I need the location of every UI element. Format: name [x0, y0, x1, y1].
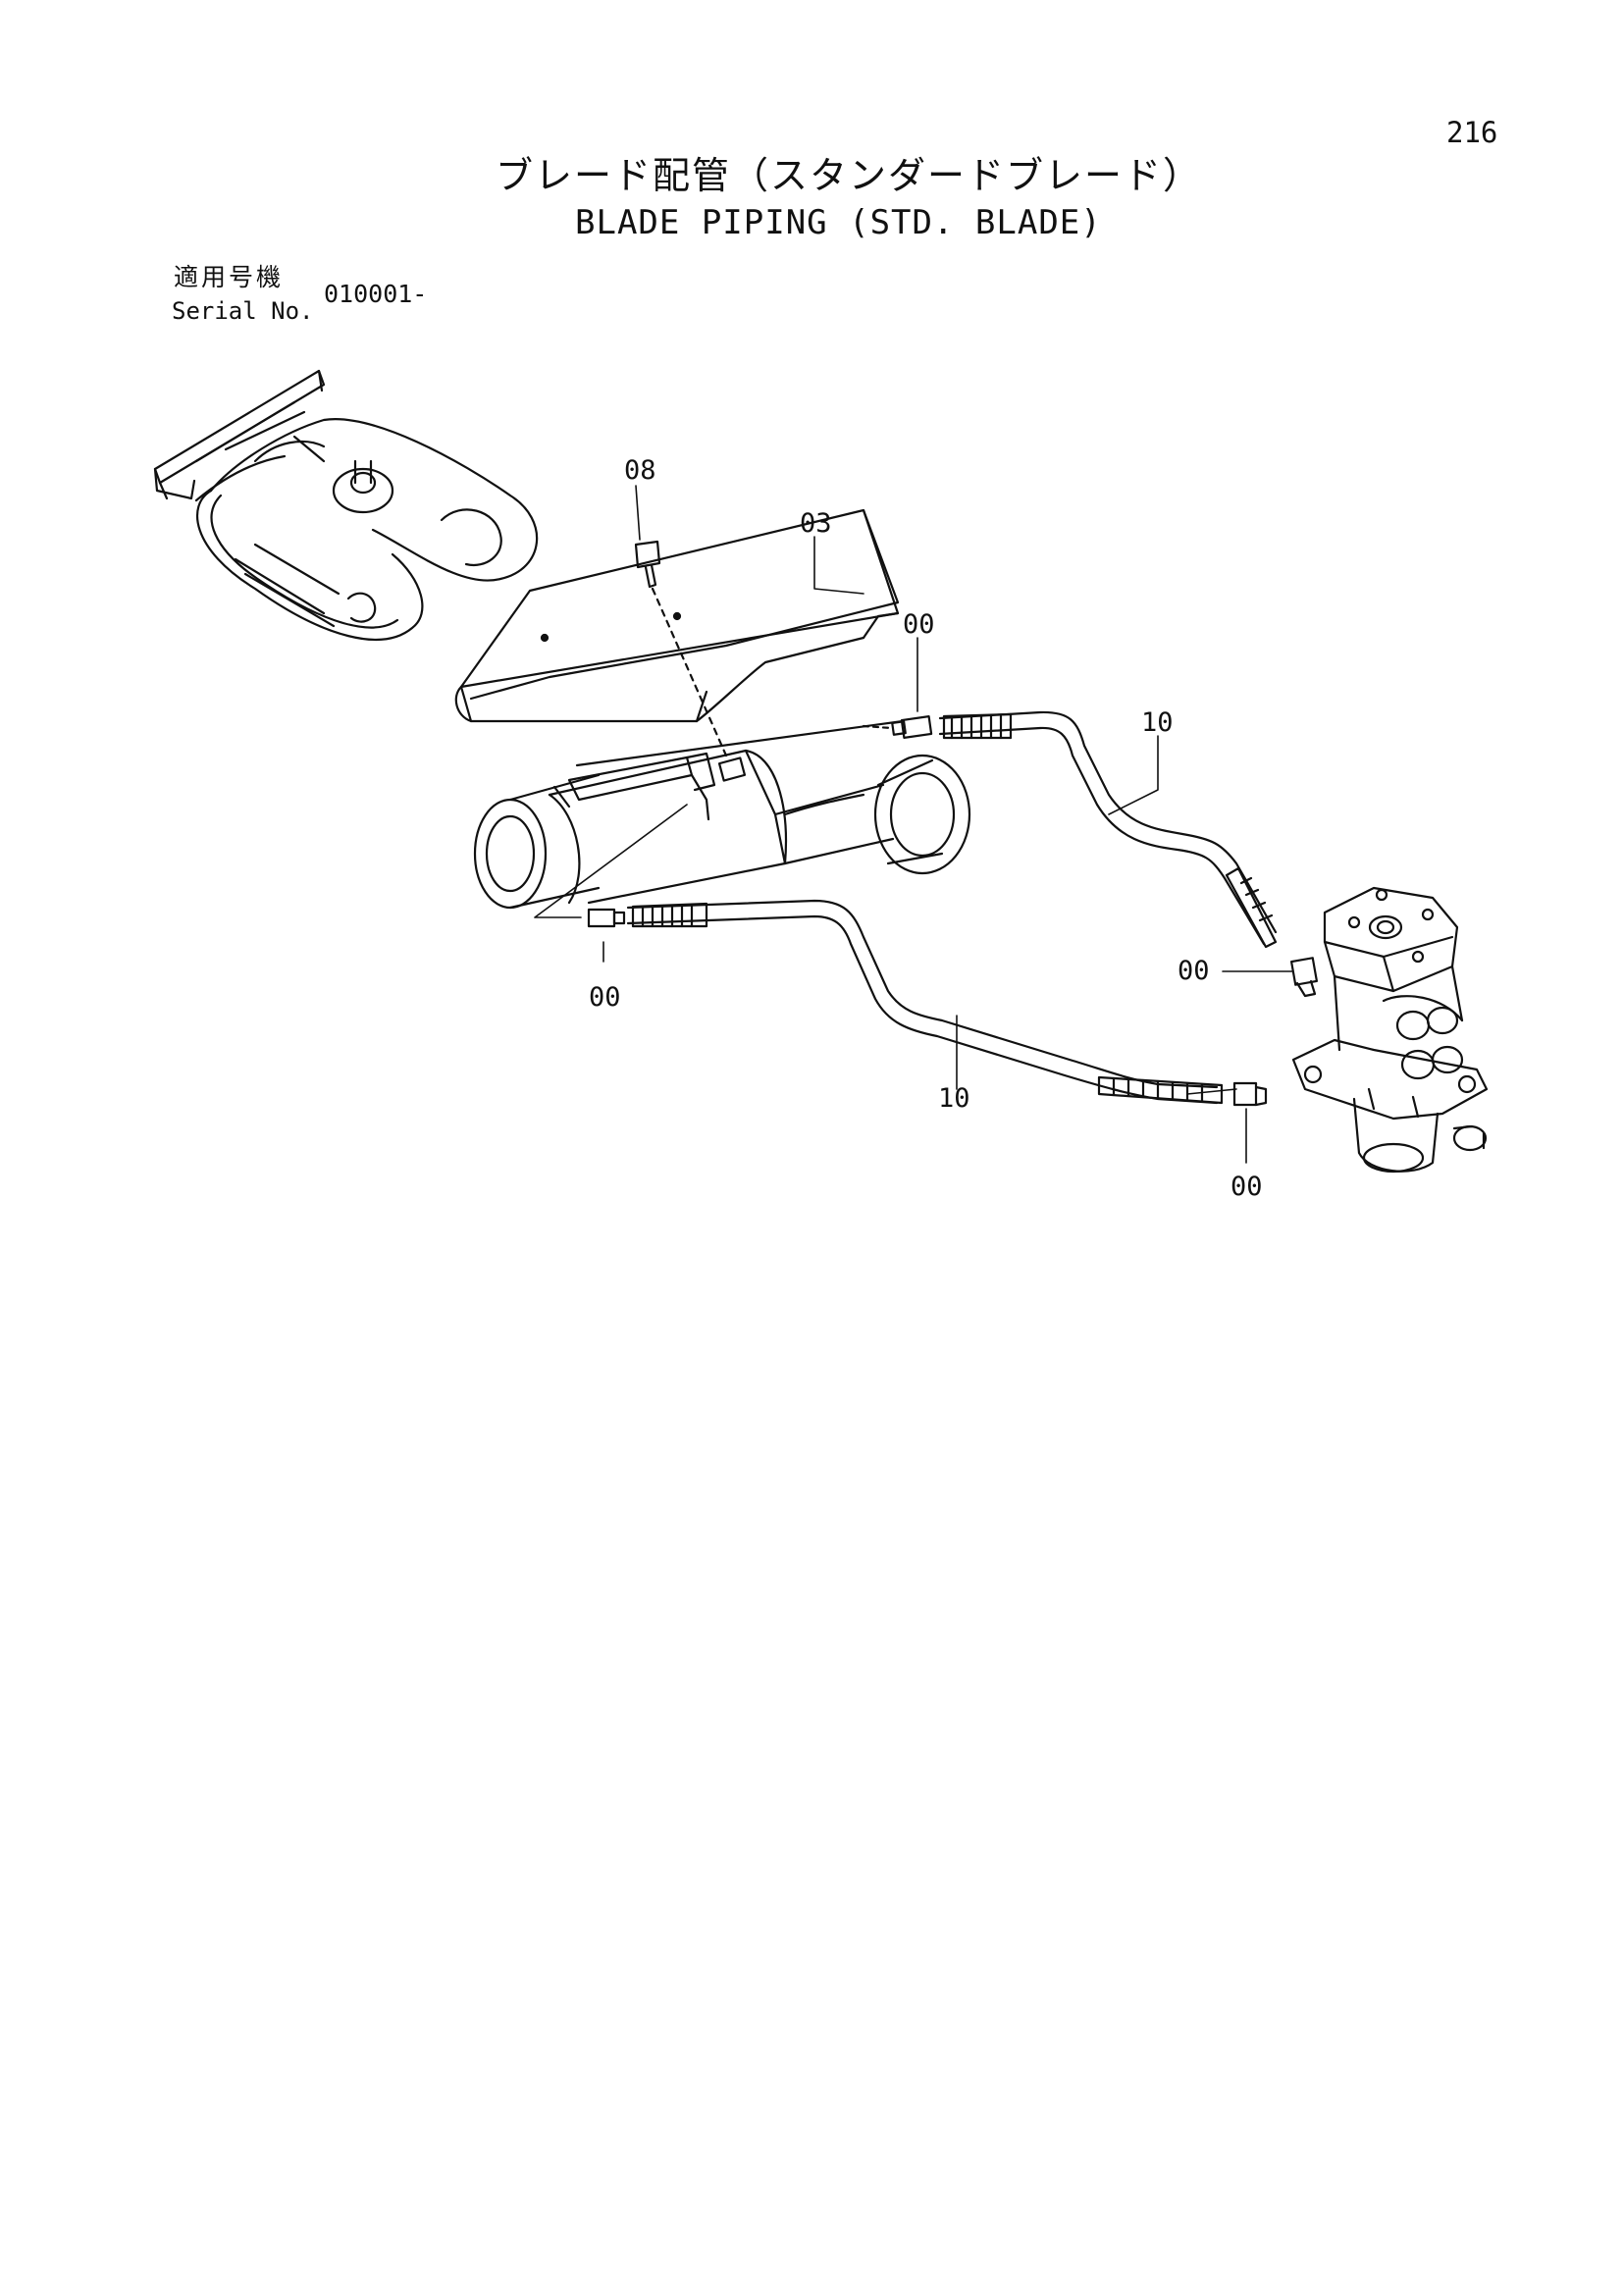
center-joint-icon — [1291, 886, 1489, 1174]
callout-fitting-cylinder-lower: 00 — [589, 982, 621, 1013]
serial-number-value: 010001- — [324, 280, 428, 308]
blade-cylinder-icon — [473, 719, 971, 910]
callout-fitting-valve-lower: 00 — [1230, 1172, 1263, 1202]
serial-label-english: Serial No. — [172, 297, 314, 325]
callout-fitting-valve-upper: 00 — [1178, 956, 1210, 986]
excavator-undercarriage-icon — [153, 369, 539, 641]
page-title-japanese: ブレード配管（スタンダードブレード） — [496, 154, 1203, 197]
callout-cover: 03 — [800, 508, 832, 539]
page-number: 216 — [1446, 116, 1498, 149]
page-title-english: BLADE PIPING (STD. BLADE) — [575, 203, 1102, 242]
callout-fitting-cylinder-upper: 00 — [903, 609, 935, 640]
fitting-valve-lower-icon — [1232, 1081, 1268, 1107]
bolt-icon — [634, 540, 728, 757]
fitting-cylinder-upper-icon — [862, 715, 933, 739]
serial-label-japanese: 適用号機 — [174, 263, 285, 291]
hose-upper-icon — [938, 710, 1278, 949]
callout-hose-lower: 10 — [938, 1083, 970, 1114]
hose-lower-icon — [626, 899, 1224, 1105]
callout-hose-upper: 10 — [1141, 707, 1174, 738]
callout-bolt: 08 — [624, 455, 656, 486]
callout-labels: 08 03 00 10 00 00 10 00 — [589, 455, 1263, 1202]
cover-plate-icon — [454, 508, 900, 723]
fitting-cylinder-lower-icon — [587, 908, 626, 928]
fitting-valve-upper-icon — [1289, 957, 1319, 998]
leader-lines — [534, 485, 1294, 1164]
